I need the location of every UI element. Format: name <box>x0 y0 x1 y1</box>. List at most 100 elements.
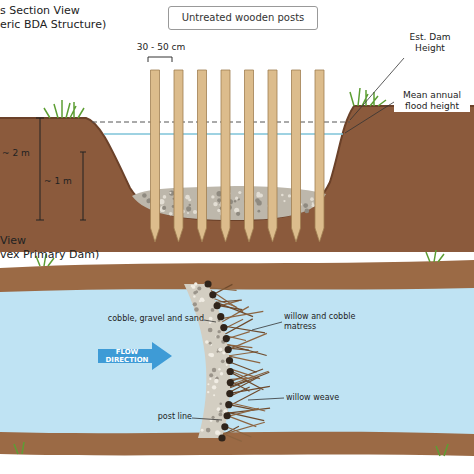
willow-stick <box>228 412 264 420</box>
gravel-stone <box>217 198 221 202</box>
annotation-label: cobble, gravel and sand <box>74 314 204 324</box>
post-top <box>223 335 230 342</box>
gravel-stone <box>186 206 191 211</box>
willow-stick <box>227 345 266 356</box>
gravel-stone <box>212 368 216 372</box>
gravel-stone <box>220 372 223 375</box>
leader-line <box>252 322 282 330</box>
gravel-stone <box>213 202 217 206</box>
gravel-stone <box>201 429 204 432</box>
gravel-stone <box>208 328 213 333</box>
wooden-post <box>174 70 183 242</box>
gravel-stone <box>303 203 308 208</box>
dam-plan <box>184 280 270 441</box>
post-row <box>151 70 325 242</box>
willow-stick <box>230 386 270 393</box>
annotation-label: willow weave <box>286 393 366 403</box>
view-title: View <box>0 234 100 247</box>
willow-stick <box>225 426 251 437</box>
gravel-stone <box>200 298 204 302</box>
post-top <box>225 346 232 353</box>
gravel-stone <box>217 348 222 353</box>
gravel-stone <box>255 198 260 203</box>
gravel-stone <box>216 351 218 353</box>
annotation-label: Est. Dam Height <box>398 32 462 54</box>
willow-stick <box>230 372 269 388</box>
post-top <box>218 434 225 441</box>
gravel-stone <box>283 200 285 202</box>
wooden-post <box>198 70 207 242</box>
gravel-stone <box>142 193 147 198</box>
gravel-stone <box>194 282 197 285</box>
gravel-stone <box>207 391 209 393</box>
gravel-stone <box>211 195 214 198</box>
wooden-post <box>221 70 230 242</box>
leader-line <box>345 102 394 133</box>
willow-stick <box>228 333 267 349</box>
wooden-post <box>268 70 277 242</box>
post-top <box>226 390 233 397</box>
grass <box>44 88 386 118</box>
dimension-2m <box>36 118 44 220</box>
post-top <box>204 280 211 287</box>
willow-stick <box>227 408 259 416</box>
leader-line <box>192 418 222 420</box>
gravel-stone <box>193 291 196 294</box>
gravel-stone <box>206 428 211 433</box>
flow-arrow: FLOW DIRECTION <box>98 342 172 370</box>
gravel-stone <box>209 378 211 380</box>
willow-stick <box>229 356 260 363</box>
leader-line <box>204 320 216 322</box>
willow-stick <box>210 288 237 291</box>
gravel-stone <box>187 212 189 214</box>
upper-bank <box>0 260 474 292</box>
gravel-stone <box>218 432 221 435</box>
wooden-post <box>151 70 160 242</box>
willow-stick <box>227 416 256 427</box>
post-top <box>227 368 234 375</box>
view-title: vex Primary Dam) <box>0 248 150 261</box>
gravel-stone <box>226 364 228 366</box>
willow-stick <box>223 326 265 333</box>
node-text: FLOW DIRECTION <box>104 348 150 364</box>
post-top <box>220 324 227 331</box>
gravel-stone <box>193 302 197 306</box>
annotation-label: ~ 1 m <box>44 176 80 187</box>
view-title: s Section View <box>0 4 140 17</box>
gravel-stone <box>211 308 215 312</box>
wooden-post <box>245 70 254 242</box>
gravel-stone <box>209 373 213 377</box>
annotation-label: Mean annual flood height <box>394 90 470 112</box>
willow-stick <box>226 332 249 339</box>
gravel-stone <box>191 285 193 287</box>
label-box: Untreated wooden posts <box>168 6 318 30</box>
gravel-stone <box>210 353 214 357</box>
gravel-stone <box>209 342 212 345</box>
wooden-post <box>292 70 301 242</box>
gravel-stone <box>212 385 216 389</box>
gravel-stone <box>169 212 173 216</box>
gravel-stone <box>216 335 220 339</box>
gravel-stone <box>219 413 223 417</box>
node-text: Untreated wooden posts <box>182 12 305 24</box>
willow-stick <box>223 434 242 442</box>
gravel-stone <box>162 206 166 210</box>
gravel-stone <box>193 295 195 297</box>
gravel-stone <box>160 205 165 210</box>
gravel-stone <box>214 379 219 384</box>
gravel-stone <box>222 351 225 354</box>
gravel-stone <box>217 330 220 333</box>
dimension-1m <box>80 152 86 220</box>
gravel-stone <box>311 204 314 207</box>
willow-stick <box>230 371 268 385</box>
post-top <box>209 291 216 298</box>
gravel-stone <box>257 210 260 213</box>
willow-stick <box>230 378 255 380</box>
willow-stick <box>230 377 258 392</box>
post-top <box>224 412 231 419</box>
gravel-stone <box>288 194 291 197</box>
post-top <box>214 302 221 309</box>
gravel-stone <box>188 198 191 201</box>
